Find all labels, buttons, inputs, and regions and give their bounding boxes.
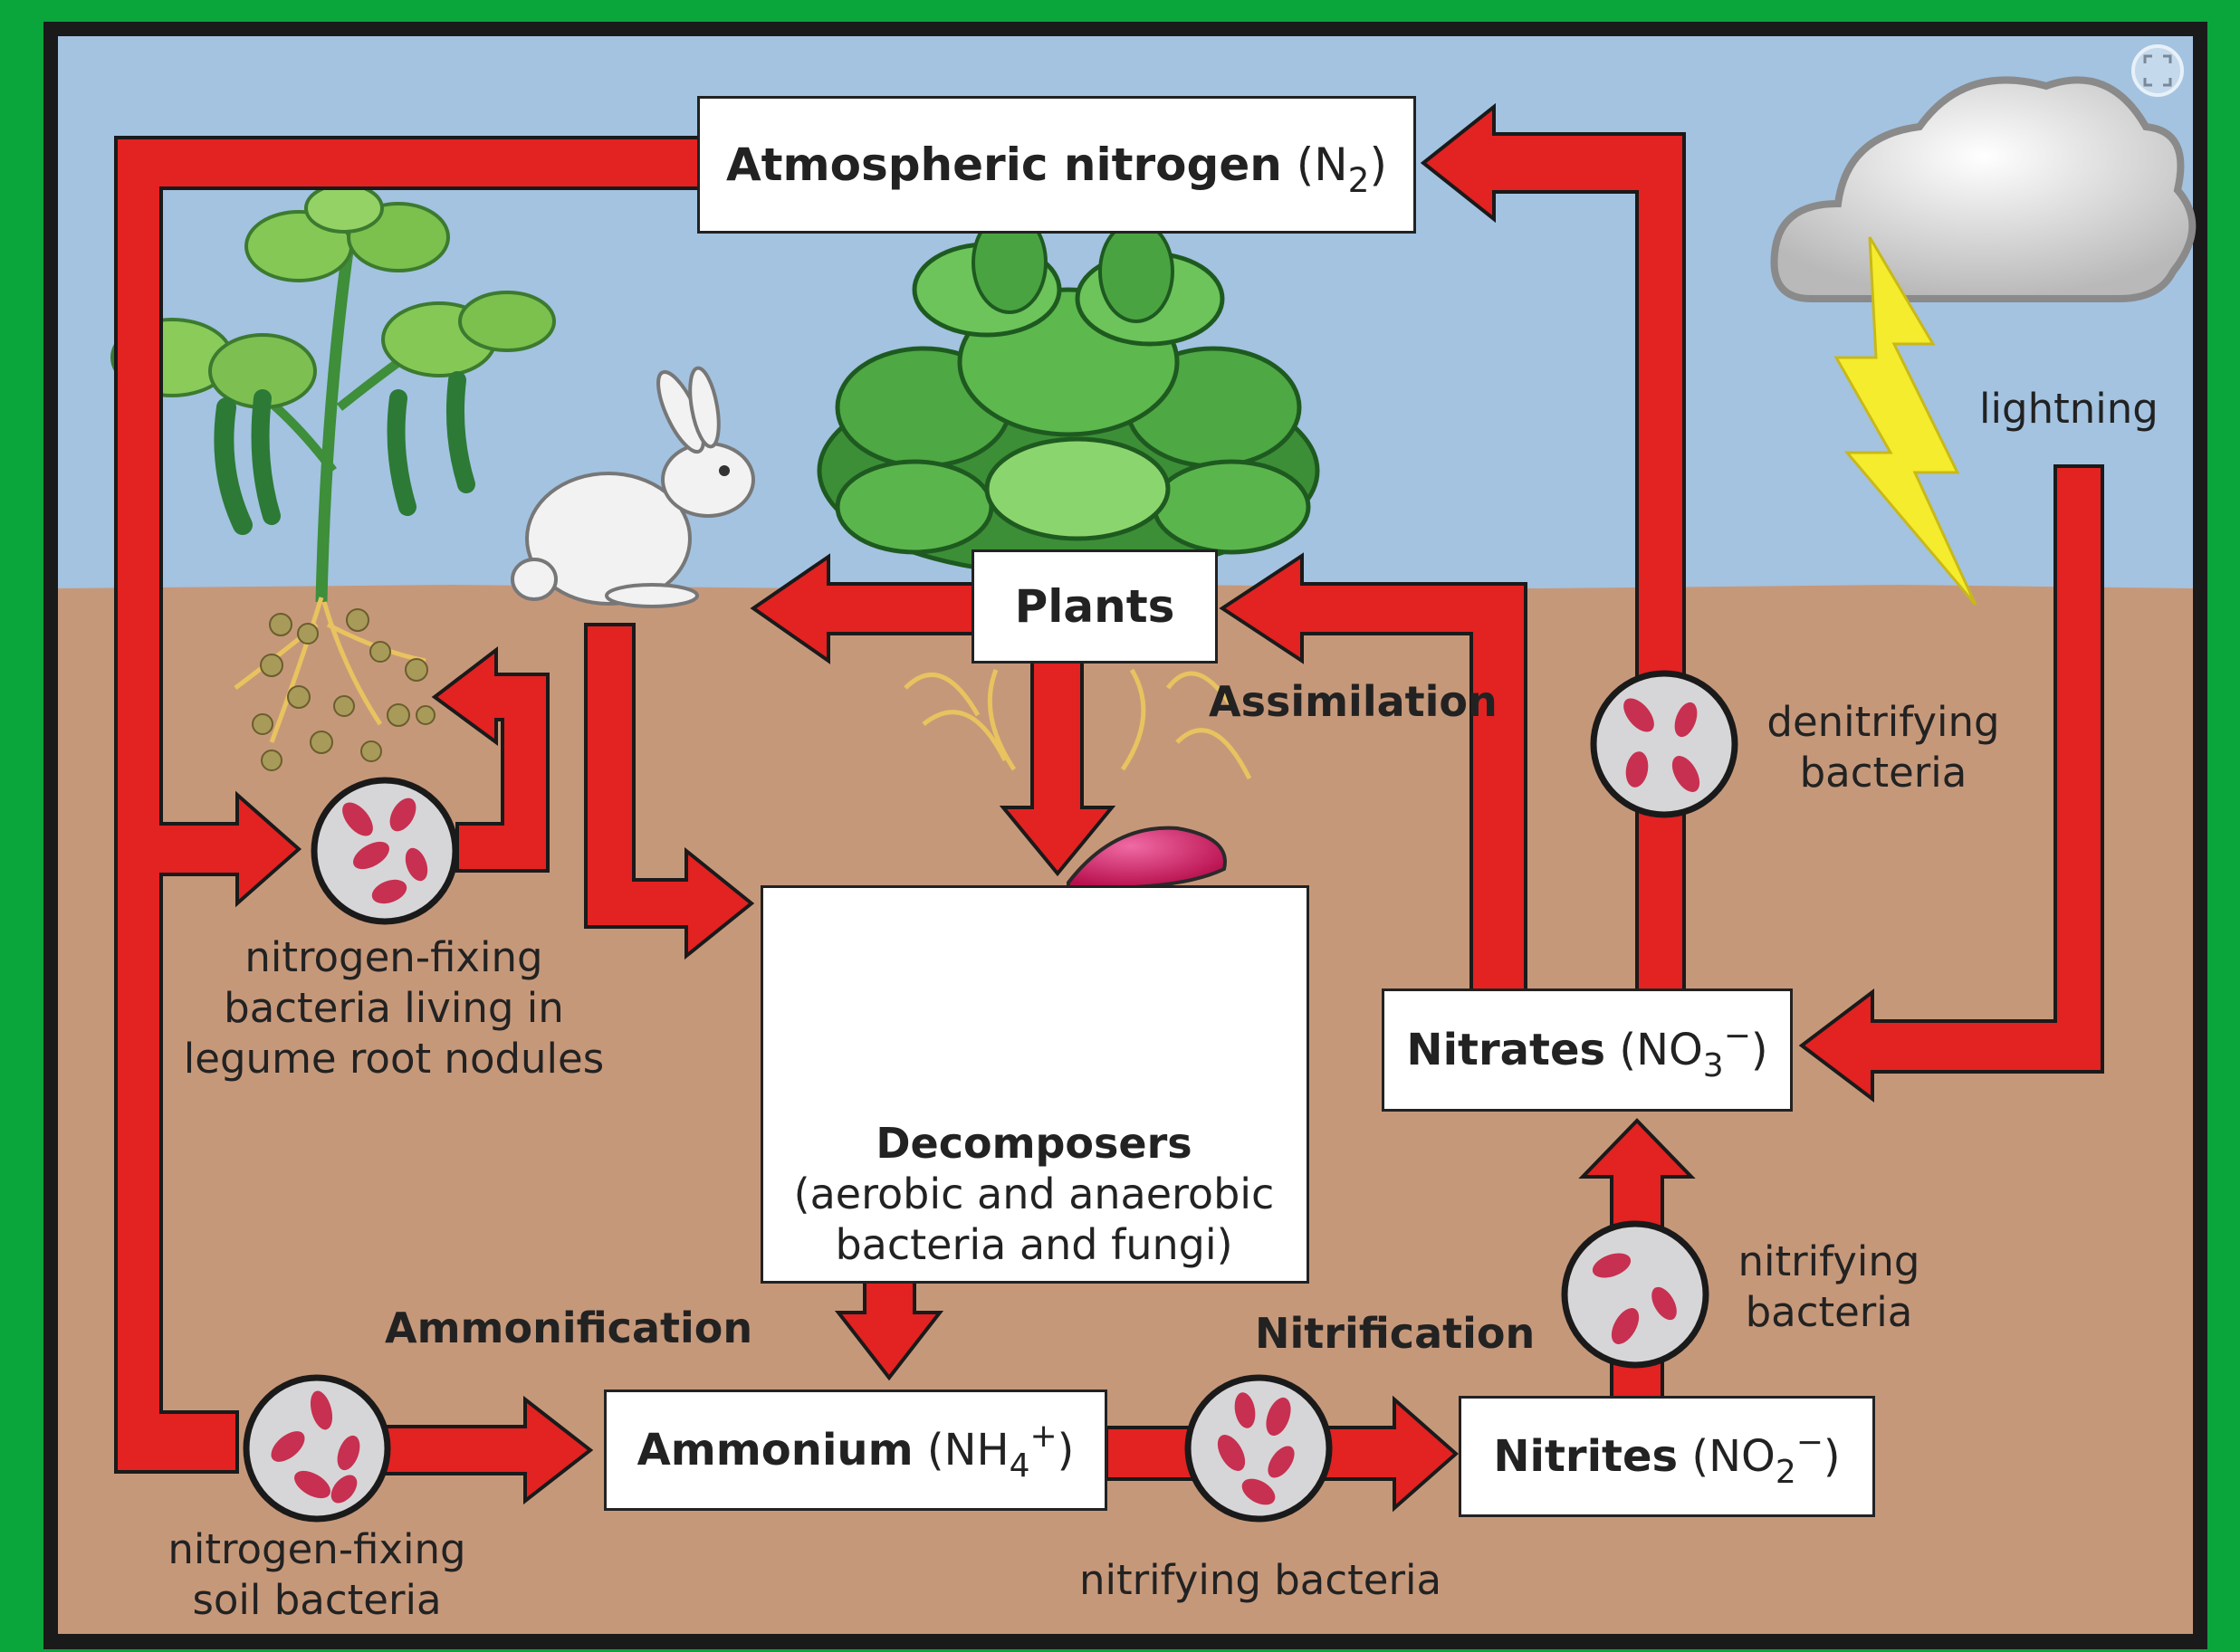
decomposers-title: Decomposers [762,1118,1306,1169]
atmospheric-nitrogen-formula: (N2) [1297,138,1387,191]
nitrification-label: Nitrification [1255,1309,1535,1358]
plants-name: Plants [1015,580,1175,633]
ammonification-label: Ammonification [385,1303,752,1352]
lightning-label: lightning [1979,384,2159,434]
nitrates-formula: (NO3−) [1619,1025,1767,1075]
bacteria-nitrifying-right-icon [1565,1224,1706,1365]
nitrates-box: Nitrates (NO3−) [1382,988,1793,1112]
plants-box: Plants [972,549,1218,664]
bacteria-soil-icon [246,1378,388,1519]
atmospheric-nitrogen-name: Atmospheric nitrogen [726,138,1282,191]
nitrites-name: Nitrites [1493,1431,1678,1482]
expand-icon [2133,46,2182,95]
bacteria-nodule-icon [314,780,455,921]
nitrates-name: Nitrates [1406,1025,1605,1075]
decomposers-text: Decomposers (aerobic and anaerobic bacte… [762,1118,1306,1270]
ammonium-formula: (NH4+) [927,1425,1075,1475]
bacteria-denitrifying-icon [1594,673,1735,815]
ammonium-name: Ammonium [637,1425,914,1475]
nitrifying-bacteria-bottom-label: nitrifying bacteria [1079,1555,1441,1606]
nitrites-box: Nitrites (NO2−) [1459,1396,1875,1517]
decomposers-line1: (aerobic and anaerobic [762,1169,1306,1219]
bacteria-nitrifying-bottom-icon [1188,1378,1329,1519]
nitrites-formula: (NO2−) [1691,1431,1840,1482]
atmospheric-nitrogen-box: Atmospheric nitrogen (N2) [697,96,1416,234]
ammonium-box: Ammonium (NH4+) [604,1389,1107,1511]
assimilation-label: Assimilation [1209,677,1498,726]
decomposers-line2: bacteria and fungi) [762,1219,1306,1270]
